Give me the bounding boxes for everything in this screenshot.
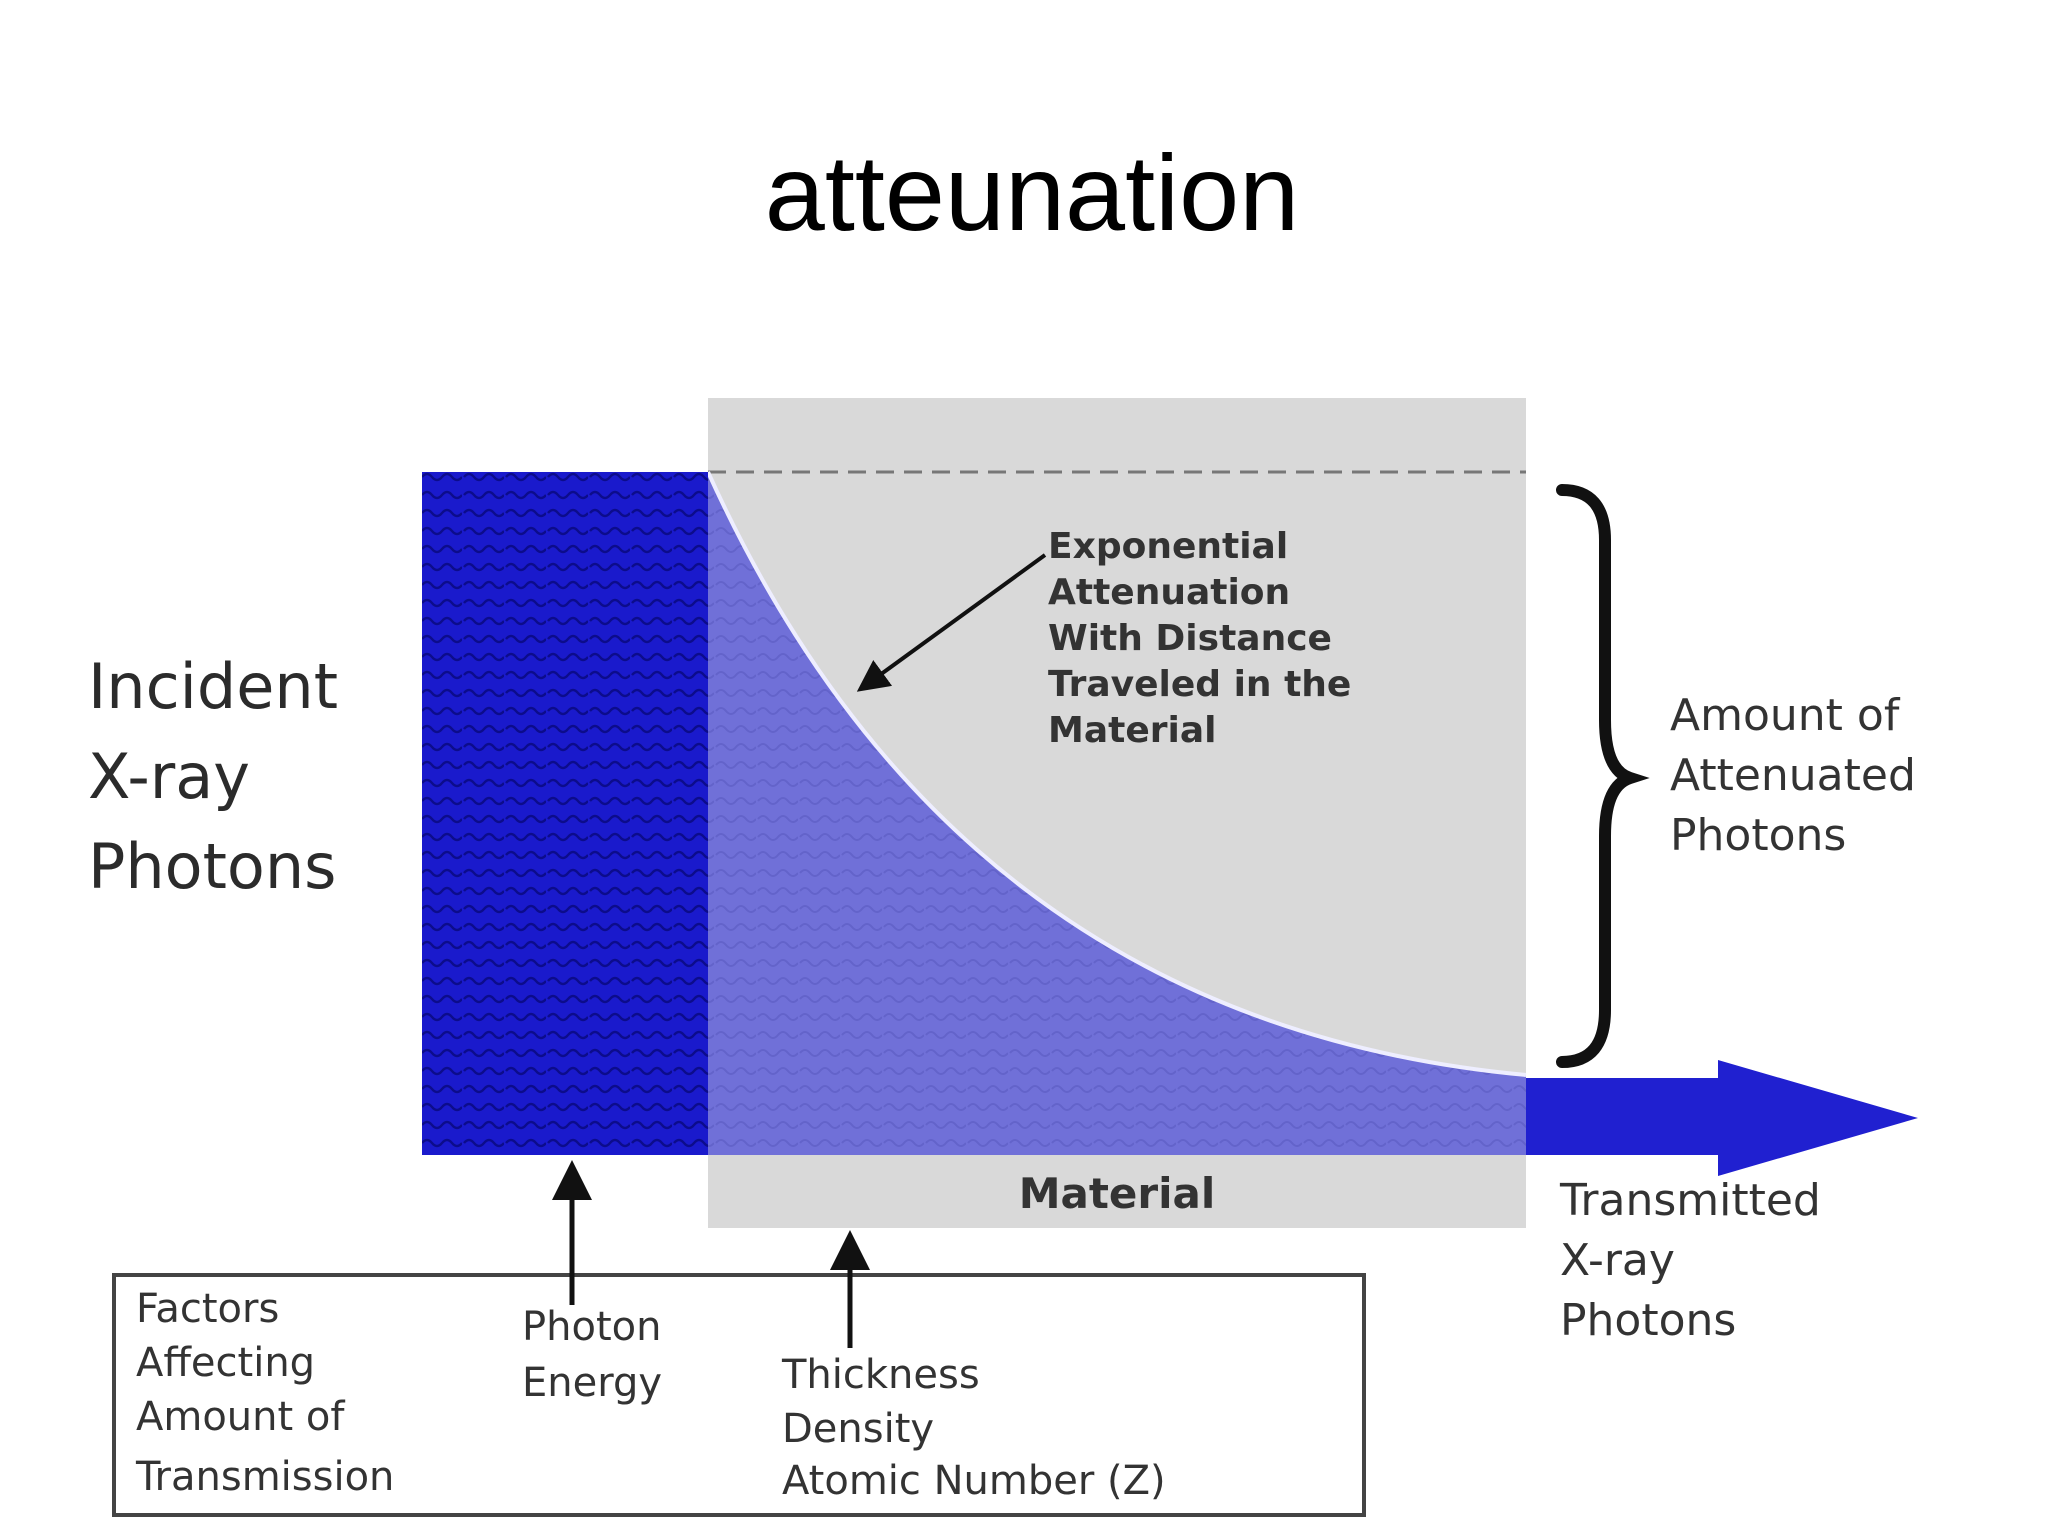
attenuated-label-line: Attenuated <box>1670 750 1916 801</box>
incident-label-line: Photons <box>88 830 336 903</box>
attenuated-label-line: Photons <box>1670 810 1846 861</box>
transmitted-label: Transmitted X-ray Photons <box>1559 1175 1835 1346</box>
curve-annotation: Exponential Attenuation With Distance Tr… <box>1048 526 1364 751</box>
exponential-curve <box>706 471 1527 1077</box>
factors-heading: Factors Affecting Amount of Transmission <box>135 1286 394 1500</box>
curve-annotation-line: Attenuation <box>1048 572 1290 613</box>
factors-heading-line: Transmission <box>135 1454 394 1500</box>
incident-beam-waves <box>422 472 708 1155</box>
transmitted-beam-arrow <box>1526 1060 1918 1176</box>
photon-factor-label: Photon Energy <box>522 1304 674 1406</box>
transmitted-label-line: Transmitted <box>1559 1175 1821 1226</box>
photon-factor-line: Energy <box>522 1360 662 1406</box>
incident-label-line: Incident <box>88 650 338 723</box>
attenuated-label-line: Amount of <box>1670 690 1901 741</box>
photon-factor-line: Photon <box>522 1304 661 1350</box>
incident-label: Incident X-ray Photons <box>88 650 358 903</box>
factors-heading-line: Factors <box>136 1286 279 1332</box>
material-factors-label: Thickness Density Atomic Number (Z) <box>781 1352 1166 1504</box>
transmitted-label-line: X-ray <box>1560 1235 1675 1286</box>
material-label: Material <box>1019 1169 1216 1218</box>
attenuated-beam-waves <box>708 472 1526 1155</box>
factors-box <box>112 1273 1366 1517</box>
attenuated-label: Amount of Attenuated Photons <box>1670 690 1930 861</box>
curve-annotation-line: Material <box>1048 710 1216 751</box>
material-factor-line: Density <box>782 1406 934 1452</box>
curve-annotation-line: With Distance <box>1048 618 1332 659</box>
transmitted-label-line: Photons <box>1560 1295 1736 1346</box>
curve-annotation-line: Exponential <box>1048 526 1288 567</box>
material-factor-line: Atomic Number (Z) <box>782 1458 1166 1504</box>
factors-heading-line: Amount of <box>136 1394 345 1440</box>
incident-label-line: X-ray <box>88 740 250 813</box>
material-factor-line: Thickness <box>781 1352 980 1398</box>
curve-pointer-arrow <box>856 553 1047 692</box>
slide-title: atteunation <box>765 132 1299 253</box>
curve-annotation-line: Traveled in the <box>1048 664 1351 705</box>
factors-heading-line: Affecting <box>136 1340 315 1386</box>
curly-brace <box>1556 484 1650 1068</box>
